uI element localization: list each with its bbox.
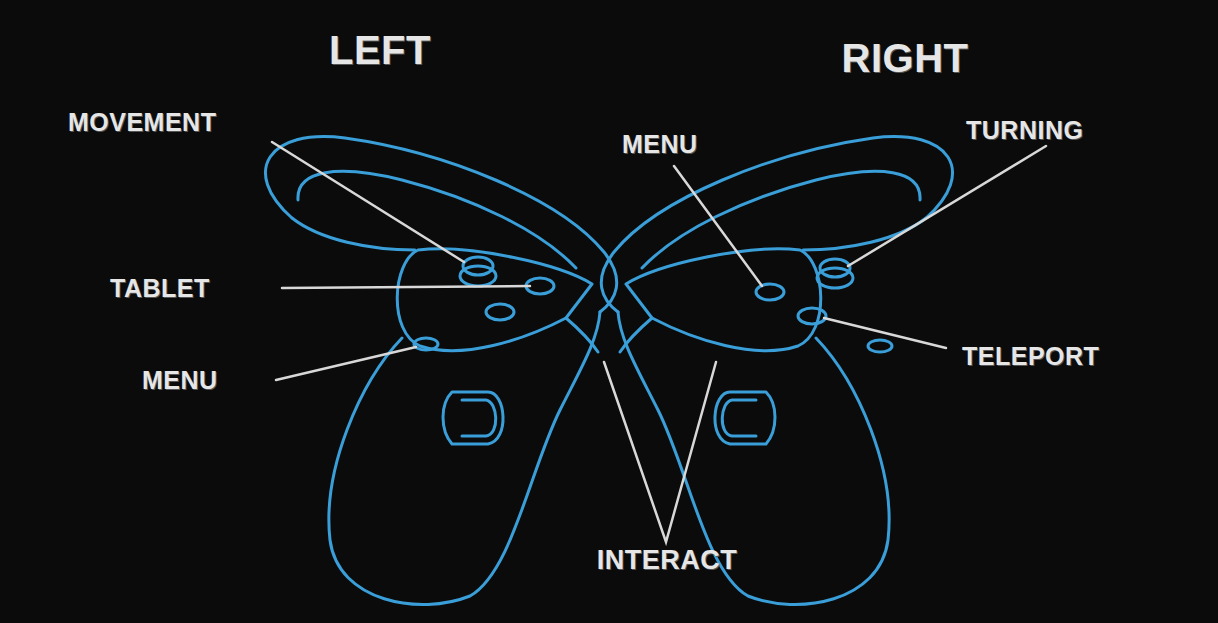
control-label: MOVEMENT <box>68 110 216 135</box>
left-controller <box>265 137 616 605</box>
control-label: MENU <box>622 132 698 157</box>
side-heading: LEFT <box>329 30 431 70</box>
control-label: TURNING <box>966 118 1083 143</box>
leader-lines <box>272 142 1046 542</box>
right-controller <box>601 137 952 605</box>
control-label: MENU <box>142 368 218 393</box>
side-heading: RIGHT <box>842 38 969 78</box>
controller-buttons <box>414 257 892 352</box>
control-label: TELEPORT <box>962 344 1099 369</box>
control-label: TABLET <box>110 276 210 301</box>
control-label: INTERACT <box>597 547 738 574</box>
